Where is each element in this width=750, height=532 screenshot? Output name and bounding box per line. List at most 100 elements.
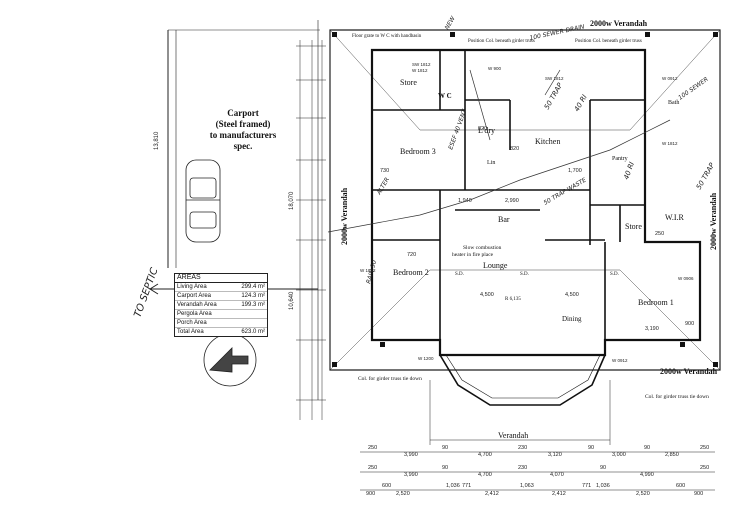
room-wc: W C (438, 92, 452, 100)
svg-text:4,500: 4,500 (565, 292, 579, 298)
svg-text:90: 90 (442, 445, 448, 451)
carport (167, 20, 320, 400)
bottom-dimension-row-2: 250 3,990 90 4,700 230 4,070 90 4,990 25… (368, 465, 709, 478)
svg-text:250: 250 (655, 231, 664, 237)
carport-label-1: Carport (227, 108, 259, 118)
roof-hip-lines (329, 29, 721, 371)
svg-text:1,036: 1,036 (446, 483, 460, 489)
svg-text:NEW: NEW (444, 14, 458, 31)
svg-text:2,520: 2,520 (396, 491, 410, 497)
svg-text:900: 900 (685, 321, 694, 327)
svg-text:820: 820 (510, 146, 519, 152)
verandah-left-label: 2000w Verandah (340, 187, 349, 245)
left-dimension-lines (296, 40, 326, 420)
north-arrow-icon (203, 333, 257, 387)
room-store-top: Store (400, 78, 417, 87)
col-girder-left-note: Col. for girder truss tie down (358, 375, 422, 382)
svg-text:90: 90 (588, 445, 594, 451)
svg-text:771: 771 (462, 483, 471, 489)
floor-grate-note: Floor grate to W C with handbasin (352, 34, 422, 39)
room-pantry: Pantry (612, 156, 628, 162)
svg-text:230: 230 (518, 445, 527, 451)
room-verandah-bottom: Verandah (498, 431, 528, 440)
svg-text:1,036: 1,036 (596, 483, 610, 489)
plumbing-sketch-lines (327, 69, 671, 233)
svg-text:90: 90 (644, 445, 650, 451)
car-icon (185, 159, 221, 243)
svg-text:2,990: 2,990 (505, 198, 519, 204)
room-dining: Dining (562, 315, 582, 323)
svg-text:2,412: 2,412 (485, 491, 499, 497)
svg-text:600: 600 (382, 483, 391, 489)
svg-text:RAIN 90: RAIN 90 (365, 259, 378, 284)
bottom-dimension-row-3: 600 900 2,520 1,036 771 2,412 1,063 2,41… (366, 483, 703, 497)
svg-text:3,120: 3,120 (548, 452, 562, 458)
svg-text:820: 820 (478, 126, 487, 132)
svg-text:900: 900 (694, 491, 703, 497)
svg-text:SW 1812: SW 1812 (412, 62, 431, 67)
svg-text:2,850: 2,850 (665, 452, 679, 458)
svg-text:W 900: W 900 (488, 66, 502, 71)
svg-text:4,990: 4,990 (640, 472, 654, 478)
svg-text:250: 250 (368, 445, 377, 451)
carport-label-3: to manufacturers (210, 130, 277, 140)
svg-text:3,000: 3,000 (612, 452, 626, 458)
svg-text:2,412: 2,412 (552, 491, 566, 497)
room-bedroom-2: Bedroom 2 (393, 268, 429, 277)
room-bedroom-3: Bedroom 3 (400, 147, 436, 156)
svg-text:W 0912: W 0912 (612, 358, 628, 363)
svg-text:W 1812: W 1812 (662, 141, 678, 146)
left-overall-dimension: 18,070 (289, 191, 295, 210)
inner-dimensions: 1,940 2,990 1,700 4,500 4,500 3,190 900 … (380, 126, 694, 332)
svg-text:250: 250 (700, 465, 709, 471)
slow-combustion-note-1: Slow combustion (463, 245, 502, 251)
verandah-outline (329, 29, 721, 371)
sd-1: S.D. (455, 272, 464, 277)
svg-text:4,700: 4,700 (478, 452, 492, 458)
svg-text:4,700: 4,700 (478, 472, 492, 478)
svg-text:W 1812: W 1812 (412, 68, 428, 73)
interior-walls (372, 50, 645, 340)
svg-text:W 1812: W 1812 (360, 268, 376, 273)
carport-label-4: spec. (234, 141, 253, 151)
svg-text:1,700: 1,700 (568, 168, 582, 174)
svg-text:4,070: 4,070 (550, 472, 564, 478)
sd-3: S.D. (610, 272, 619, 277)
svg-text:90: 90 (600, 465, 606, 471)
slow-combustion-note-2: heater in fire place (452, 251, 494, 258)
svg-text:771: 771 (582, 483, 591, 489)
carport-depth-dimension: 13,810 (154, 131, 160, 150)
svg-text:ALTER: ALTER (375, 176, 391, 197)
house-walls (370, 48, 702, 357)
room-bedroom-1: Bedroom 1 (638, 298, 674, 307)
svg-text:40 RI: 40 RI (622, 161, 636, 181)
svg-text:W 0912: W 0912 (662, 76, 678, 81)
r-value: R 6,135 (505, 297, 521, 302)
position-col-note-2: Position Col. beneath girder truss (575, 39, 642, 44)
verandah-top-label: 2000w Verandah (590, 19, 648, 28)
room-lounge: Lounge (483, 261, 508, 270)
svg-text:3,990: 3,990 (404, 472, 418, 478)
carport-label-2: (Steel framed) (216, 119, 271, 129)
svg-text:50 TRAP: 50 TRAP (543, 81, 565, 111)
svg-text:250: 250 (700, 445, 709, 451)
areas-row: Pergola Area (175, 310, 267, 319)
position-col-note-1: Position Col. beneath girder truss (468, 39, 535, 44)
bay-window (439, 354, 606, 406)
col-girder-right-note: Col. for girder truss tie down (645, 393, 709, 400)
room-labels: Store W C L'dry Kitchen Bedroom 3 Lin Pa… (393, 78, 684, 440)
svg-text:1,940: 1,940 (458, 198, 472, 204)
svg-text:1,063: 1,063 (520, 483, 534, 489)
sd-2: S.D. (520, 272, 529, 277)
columns (332, 32, 718, 367)
verandah-bottom-right-label: 2000w Verandah (660, 367, 718, 376)
svg-text:90: 90 (442, 465, 448, 471)
svg-text:3,990: 3,990 (404, 452, 418, 458)
svg-text:2,520: 2,520 (636, 491, 650, 497)
room-store-right: Store (625, 222, 642, 231)
left-mid-dimension: 10,640 (289, 291, 295, 310)
